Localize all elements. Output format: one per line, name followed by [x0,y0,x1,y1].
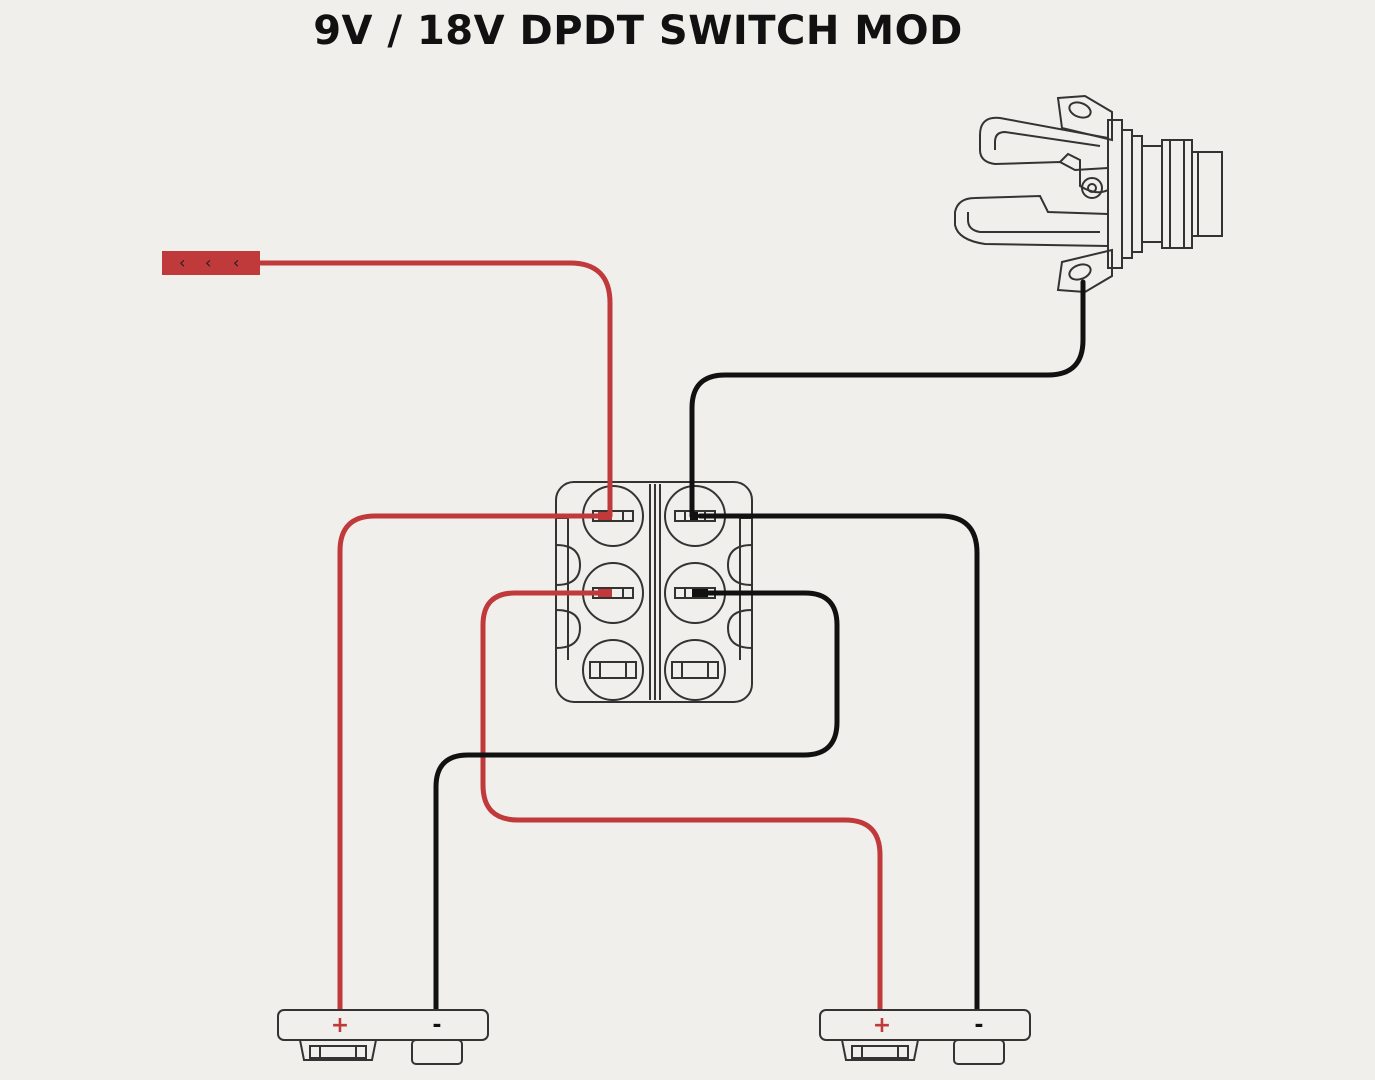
wire-left-battery-positive [337,513,603,1015]
wire-jack-ground [689,279,1086,519]
left-battery-plus-label: + [331,1013,349,1038]
wire-left-battery-negative [433,590,840,1015]
battery-snap-icon [277,1009,489,1065]
svg-text:‹: ‹ [233,253,239,272]
wire-right-battery-positive [480,590,883,1015]
right-battery-plus-label: + [873,1013,891,1038]
wire-dc-positive [257,260,613,519]
diagram-title: 9V / 18V DPDT SWITCH MOD [313,8,963,54]
left-battery-minus-label: - [432,1013,441,1038]
right-battery-minus-label: - [974,1013,983,1038]
dc-plug-icon: ‹ ‹ ‹ [162,251,260,275]
svg-text:‹: ‹ [205,253,211,272]
audio-jack-icon [954,94,1223,294]
dc-plug-marks: ‹ [179,253,185,272]
battery-snap-icon [819,1009,1031,1065]
wire-right-battery-negative [697,513,980,1015]
